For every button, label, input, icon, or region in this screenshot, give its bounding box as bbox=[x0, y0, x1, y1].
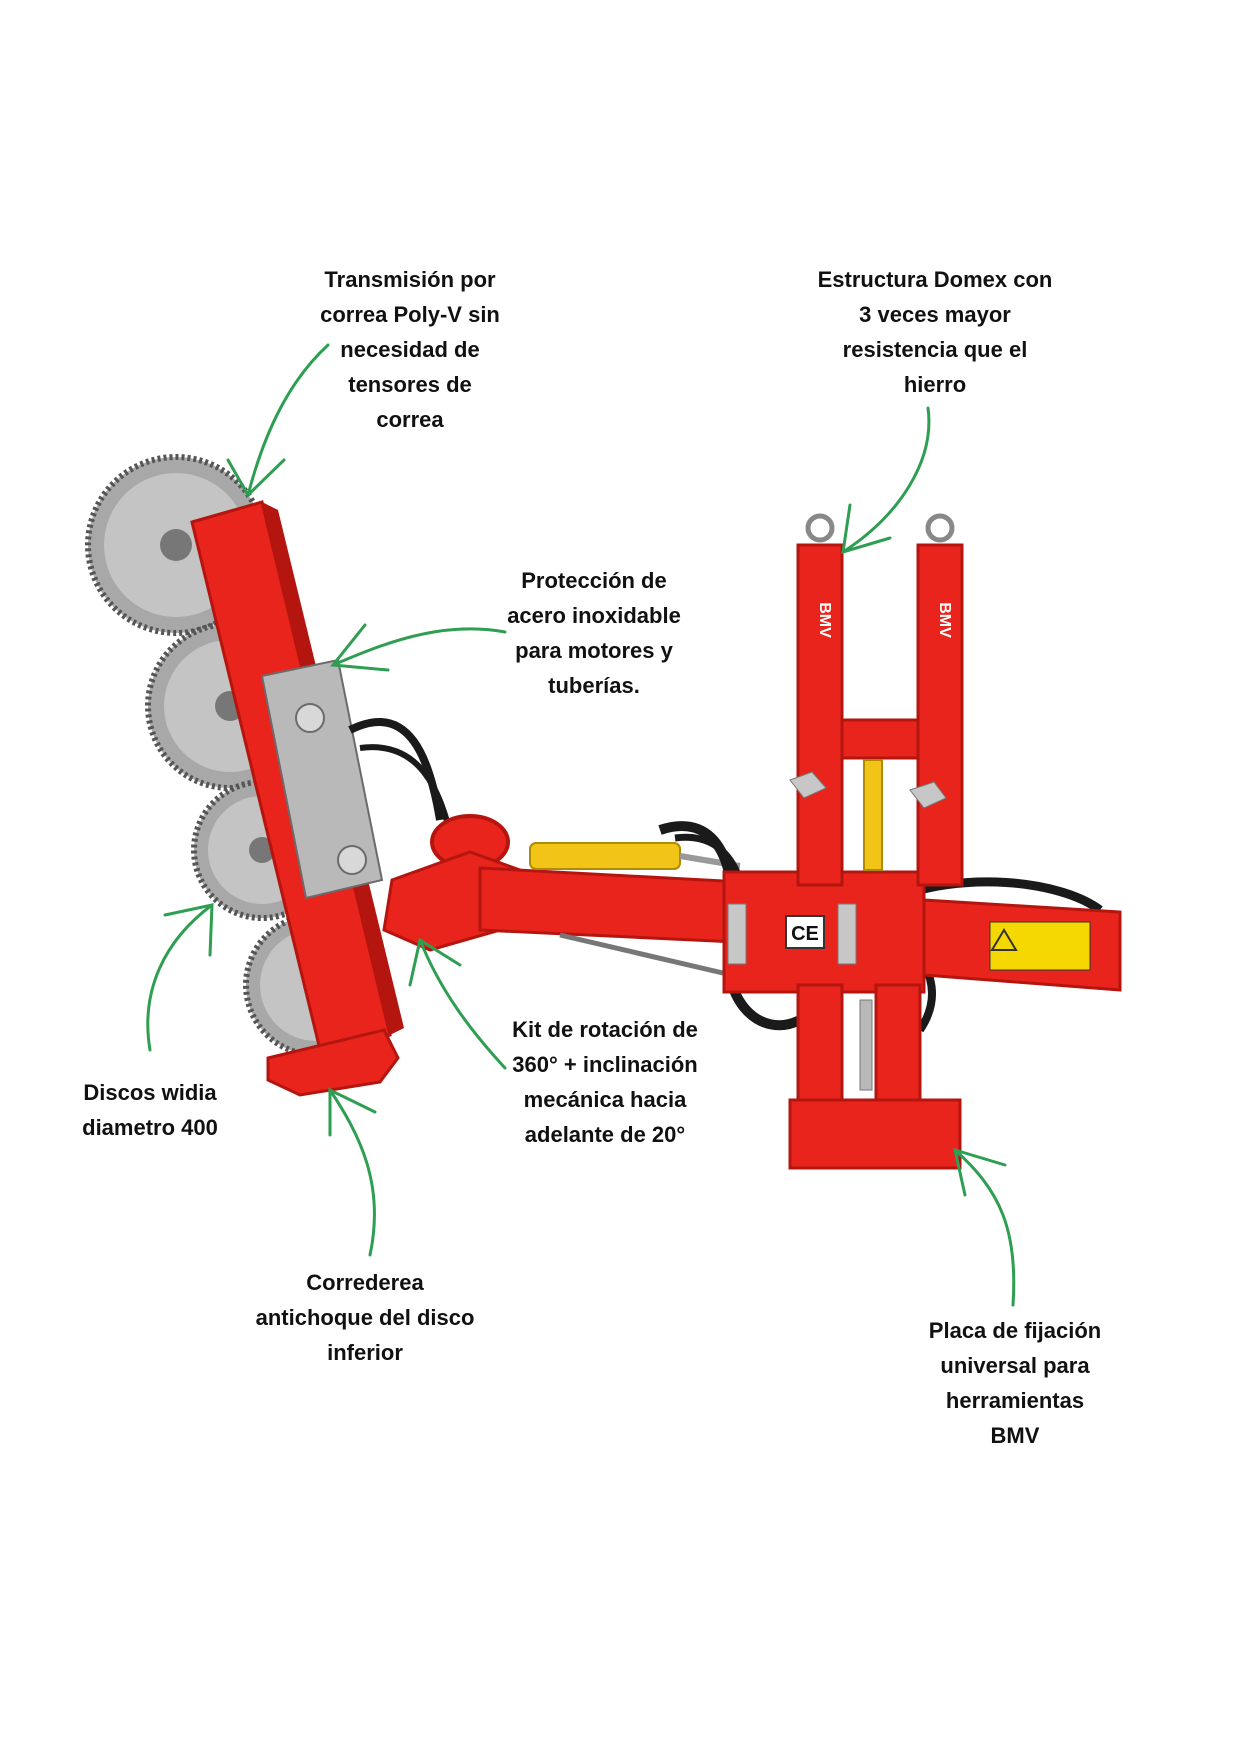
callout-line: Correderea bbox=[306, 1270, 424, 1295]
callout-rotation-kit: Kit de rotación de 360° + inclinación me… bbox=[505, 1012, 705, 1152]
anti-collision-slider bbox=[266, 1028, 400, 1097]
hydraulic-cylinder-upper bbox=[529, 842, 681, 870]
callout-line: diametro 400 bbox=[82, 1115, 218, 1140]
callout-line: 3 veces mayor bbox=[859, 302, 1011, 327]
domex-frame: BMV BMV bbox=[789, 513, 964, 887]
callout-line: Kit de rotación de bbox=[512, 1017, 698, 1042]
side-arm bbox=[922, 898, 1122, 992]
callout-line: antichoque del disco bbox=[255, 1305, 475, 1330]
callout-line: acero inoxidable bbox=[507, 603, 681, 628]
stainless-motor-cover bbox=[260, 658, 384, 900]
callout-transmission: Transmisión por correa Poly-V sin necesi… bbox=[305, 262, 515, 437]
annotation-arrows bbox=[146, 343, 1016, 1307]
ce-mark: CE bbox=[791, 923, 819, 945]
arrow-rotation-kit bbox=[418, 938, 507, 1070]
safety-warning-label bbox=[989, 921, 1091, 971]
callout-line: BMV bbox=[990, 1423, 1040, 1448]
central-block: CE bbox=[722, 870, 926, 994]
brand-label-left: BMV bbox=[816, 602, 833, 638]
universal-mount-plate bbox=[788, 983, 962, 1170]
callout-line: universal para bbox=[940, 1353, 1090, 1378]
callout-line: 360° + inclinación bbox=[512, 1052, 698, 1077]
callout-structure: Estructura Domex con 3 veces mayor resis… bbox=[810, 262, 1060, 402]
callout-line: resistencia que el bbox=[842, 337, 1028, 362]
arrow-structure bbox=[841, 406, 931, 554]
callout-line: Discos widia bbox=[83, 1080, 217, 1105]
callout-line: adelante de 20° bbox=[524, 1122, 686, 1147]
callout-line: para motores y bbox=[515, 638, 673, 663]
callout-line: tensores de bbox=[348, 372, 472, 397]
brand-label-right: BMV bbox=[936, 602, 953, 638]
callout-line: hierro bbox=[903, 372, 967, 397]
callout-line: Placa de fijación bbox=[928, 1318, 1102, 1343]
callout-line: Transmisión por bbox=[324, 267, 496, 292]
arrow-mount-plate bbox=[953, 1148, 1016, 1307]
callout-line: Protección de bbox=[521, 568, 667, 593]
arrow-slider bbox=[328, 1088, 376, 1257]
callout-line: mecánica hacia bbox=[523, 1087, 687, 1112]
callout-discs: Discos widia diametro 400 bbox=[70, 1075, 230, 1145]
callout-slider: Correderea antichoque del disco inferior bbox=[250, 1265, 480, 1370]
callout-line: correa bbox=[376, 407, 444, 432]
callout-line: correa Poly-V sin bbox=[320, 302, 500, 327]
callout-mount-plate: Placa de fijación universal para herrami… bbox=[915, 1313, 1115, 1453]
callout-protection: Protección de acero inoxidable para moto… bbox=[494, 563, 694, 703]
arrow-transmission bbox=[246, 343, 330, 497]
callout-line: inferior bbox=[327, 1340, 403, 1365]
arrow-protection bbox=[331, 627, 507, 667]
callout-line: Estructura Domex con bbox=[817, 267, 1053, 292]
callout-line: herramientas bbox=[945, 1388, 1085, 1413]
callout-line: tuberías. bbox=[548, 673, 640, 698]
arrow-discs bbox=[146, 903, 214, 1052]
callout-line: necesidad de bbox=[340, 337, 480, 362]
